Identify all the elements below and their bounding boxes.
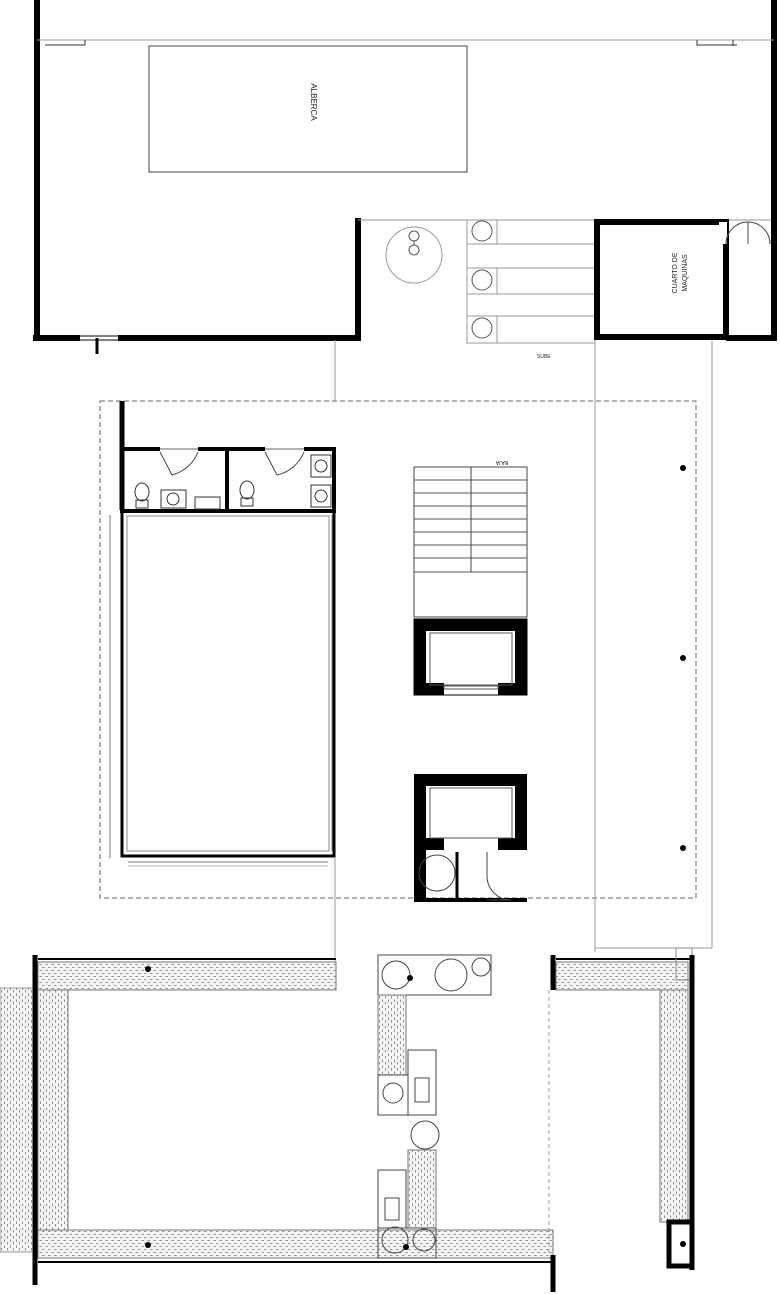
sun-loungers — [466, 219, 596, 344]
stair-up-label: SUBE — [537, 354, 551, 360]
machine-room-label-2: MAQUINAS — [682, 254, 689, 292]
pool-label: ALBERCA — [309, 83, 318, 121]
elevator-2 — [414, 774, 527, 902]
lower-left-wing — [0, 955, 554, 1285]
machine-room-label-1: CUARTO DE — [672, 252, 679, 293]
lower-right-wing — [548, 947, 695, 1292]
kitchen — [377, 954, 492, 1259]
pool: ALBERCA — [148, 45, 468, 173]
staircase: BAJA — [413, 459, 528, 618]
upper-terrace — [33, 0, 777, 354]
elevator-1 — [413, 618, 528, 696]
round-table — [385, 226, 443, 284]
machine-room: CUARTO DE MAQUINAS — [594, 218, 777, 341]
bathrooms — [119, 401, 336, 513]
slab-outline — [99, 340, 713, 962]
stair-down-label: BAJA — [495, 459, 508, 465]
glazed-room — [109, 509, 336, 867]
